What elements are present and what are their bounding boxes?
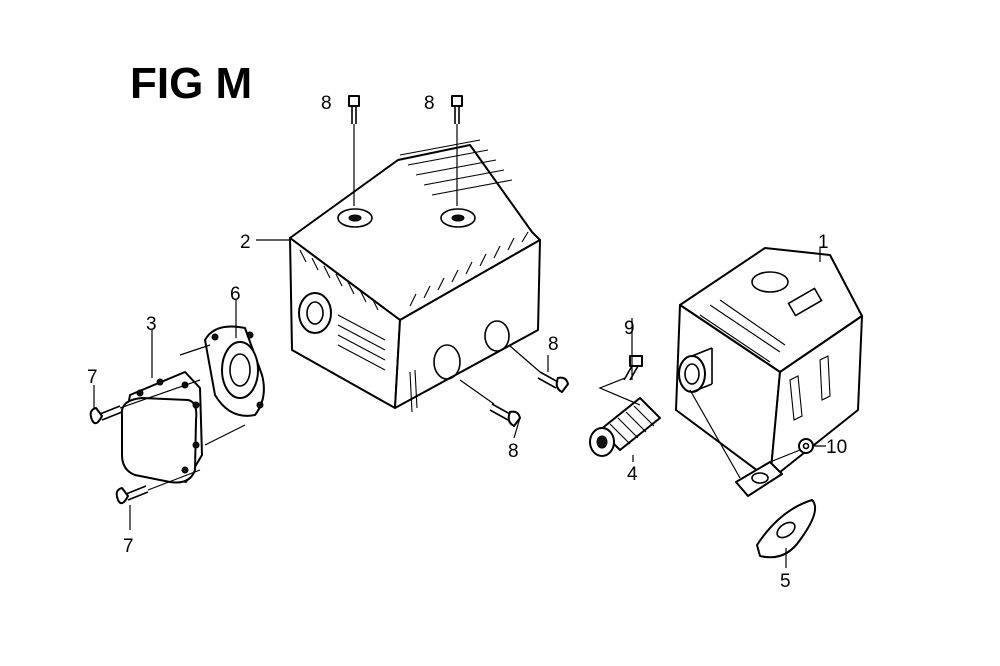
part-1-muffler — [675, 247, 863, 497]
callout-8-top-right: 8 — [424, 93, 435, 114]
nut-10 — [798, 438, 814, 454]
bolt-7-upper — [89, 405, 123, 425]
callout-4: 4 — [627, 464, 638, 485]
part-6-gasket — [204, 325, 265, 417]
callout-10: 10 — [826, 437, 847, 458]
bolt-8-top-left — [348, 95, 360, 124]
callout-9: 9 — [624, 318, 635, 339]
bolt-8-right — [537, 371, 569, 393]
callout-5: 5 — [780, 571, 791, 592]
callout-3: 3 — [146, 314, 157, 335]
callout-7-upper: 7 — [87, 367, 98, 388]
figure-title: FIG M — [130, 59, 253, 108]
bolt-9 — [623, 355, 643, 381]
callout-8-bottom: 8 — [508, 441, 519, 462]
callout-8-right: 8 — [548, 334, 559, 355]
callout-1: 1 — [818, 232, 829, 253]
bolt-8-bottom — [489, 403, 521, 427]
part-3-end-cap — [120, 371, 203, 484]
callout-6: 6 — [230, 284, 241, 305]
part-5-gasket — [756, 499, 816, 559]
bolt-7-lower — [115, 485, 149, 505]
leader-lines — [93, 124, 826, 568]
part-2-muffler-protector — [289, 139, 541, 413]
callout-8-top-left: 8 — [321, 93, 332, 114]
part-4-spark-arrester — [589, 397, 661, 457]
callout-2: 2 — [240, 232, 251, 253]
bolt-8-top-right — [451, 95, 463, 124]
callout-7-lower: 7 — [123, 536, 134, 557]
